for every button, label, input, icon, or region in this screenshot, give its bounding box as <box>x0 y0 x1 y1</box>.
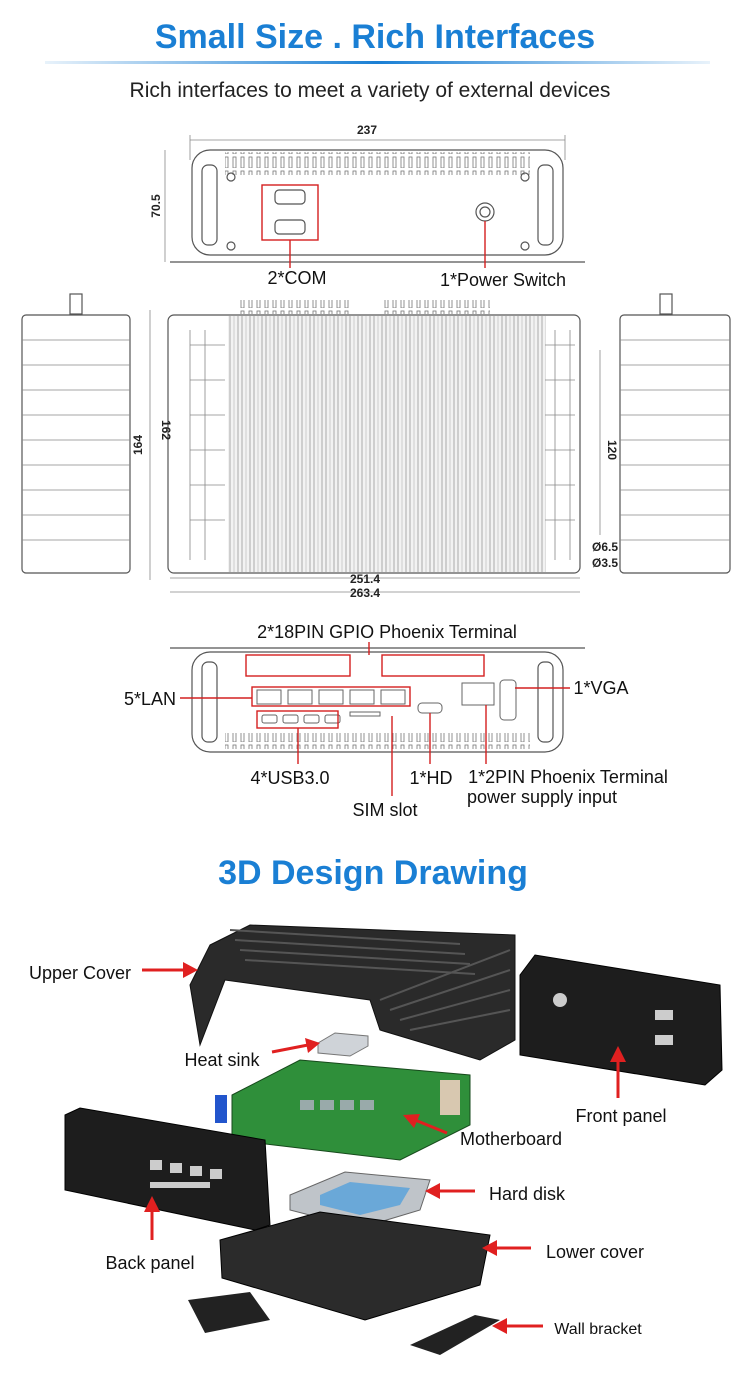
dim-251-4: 251.4 <box>350 572 380 586</box>
dim-120: 120 <box>605 440 619 460</box>
label-power-terminal: 1*2PIN Phoenix Terminal <box>468 767 668 787</box>
subtitle: Rich interfaces to meet a variety of ext… <box>130 79 611 102</box>
label-hard-disk: Hard disk <box>489 1184 566 1204</box>
label-lan: 5*LAN <box>124 689 176 709</box>
dim-164: 164 <box>131 435 145 455</box>
label-sim-slot: SIM slot <box>352 800 417 820</box>
label-power-input: power supply input <box>467 787 617 807</box>
section-title-3d: 3D Design Drawing <box>218 854 528 892</box>
lan-highlight <box>251 686 411 707</box>
side-view-left <box>21 293 131 574</box>
label-power-switch: 1*Power Switch <box>440 270 566 290</box>
dim-width-237: 237 <box>357 123 377 137</box>
label-back-panel: Back panel <box>105 1253 194 1273</box>
front-view-drawing <box>164 135 585 263</box>
top-view-heatsink <box>149 300 601 593</box>
dim-hole-3-5: Ø3.5 <box>592 556 618 570</box>
label-hd: 1*HD <box>409 768 452 788</box>
com-highlight <box>261 184 319 241</box>
label-usb: 4*USB3.0 <box>250 768 329 788</box>
lower-cover-drawing <box>219 1211 491 1321</box>
motherboard-drawing <box>215 1059 471 1161</box>
upper-cover-drawing <box>189 924 516 1061</box>
label-com: 2*COM <box>267 268 326 288</box>
title-underline <box>45 61 710 64</box>
gpio-highlight-1 <box>245 654 351 677</box>
dim-hole-6-5: Ø6.5 <box>592 540 618 554</box>
page-title: Small Size . Rich Interfaces <box>155 18 595 56</box>
rear-view-drawing <box>170 647 585 753</box>
label-wall-bracket: Wall bracket <box>554 1321 642 1338</box>
label-vga: 1*VGA <box>573 678 628 698</box>
dim-height-70-5: 70.5 <box>149 194 163 218</box>
heat-sink-drawing <box>317 1032 369 1057</box>
label-heat-sink: Heat sink <box>184 1050 260 1070</box>
dim-162: 162 <box>159 420 173 440</box>
gpio-highlight-2 <box>381 654 485 677</box>
back-panel-drawing <box>64 1107 271 1231</box>
dim-263-4: 263.4 <box>350 586 380 600</box>
wall-bracket-drawing <box>188 1292 500 1355</box>
label-lower-cover: Lower cover <box>546 1242 644 1262</box>
label-gpio: 2*18PIN GPIO Phoenix Terminal <box>257 622 517 642</box>
label-upper-cover: Upper Cover <box>29 963 131 983</box>
side-view-right <box>619 293 731 574</box>
label-motherboard: Motherboard <box>460 1129 562 1149</box>
label-front-panel: Front panel <box>575 1106 666 1126</box>
part-arrows <box>142 962 626 1334</box>
front-panel-drawing <box>519 954 723 1086</box>
